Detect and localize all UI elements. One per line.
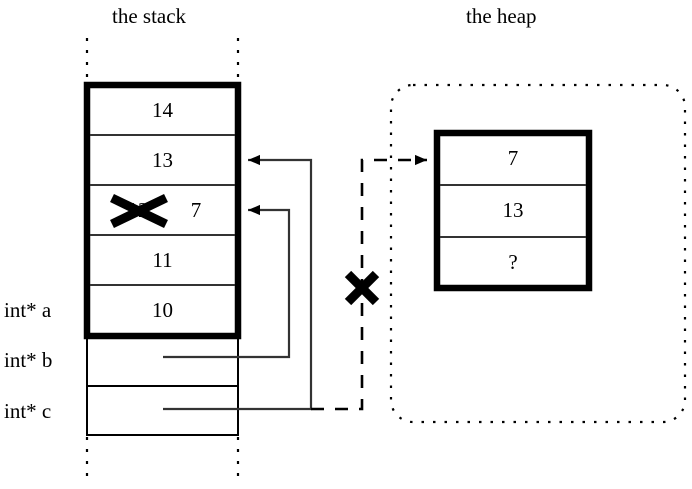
pointer-var-label-c: int* c (4, 399, 52, 423)
pointer-edge-a (163, 154, 313, 411)
stack-title: the stack (112, 4, 187, 28)
heap-cell-value-7: 7 (507, 146, 519, 170)
heap-title: the heap (466, 4, 537, 28)
stack-dotted-extent-top (85, 38, 240, 85)
heap-cell-value-unknown: ? (508, 250, 518, 274)
stack-dotted-extent-bottom (85, 437, 240, 483)
pointer-var-label-a: int* a (4, 298, 52, 322)
stack-cell-value-13: 13 (152, 148, 173, 172)
stack-pointer-slots (86, 335, 239, 436)
stack-cell-value-12-crossed: 12 (127, 198, 149, 222)
invalid-pointer-x-mark (344, 270, 380, 306)
stack-active-frame (83, 81, 242, 340)
heap-cell-value-13: 13 (502, 198, 524, 222)
stack-cell-value-14: 14 (152, 98, 173, 122)
pointer-edge-b (163, 204, 291, 359)
pointer-var-label-b: int* b (4, 348, 53, 372)
crossed-out-value-mark (110, 193, 168, 229)
stack-cell-value-7-new: 7 (190, 198, 202, 222)
heap-region-outline (389, 83, 687, 424)
stack-cell-value-10: 10 (152, 298, 173, 322)
stack-cell-value-11: 11 (152, 248, 173, 272)
heap-block (433, 129, 593, 292)
